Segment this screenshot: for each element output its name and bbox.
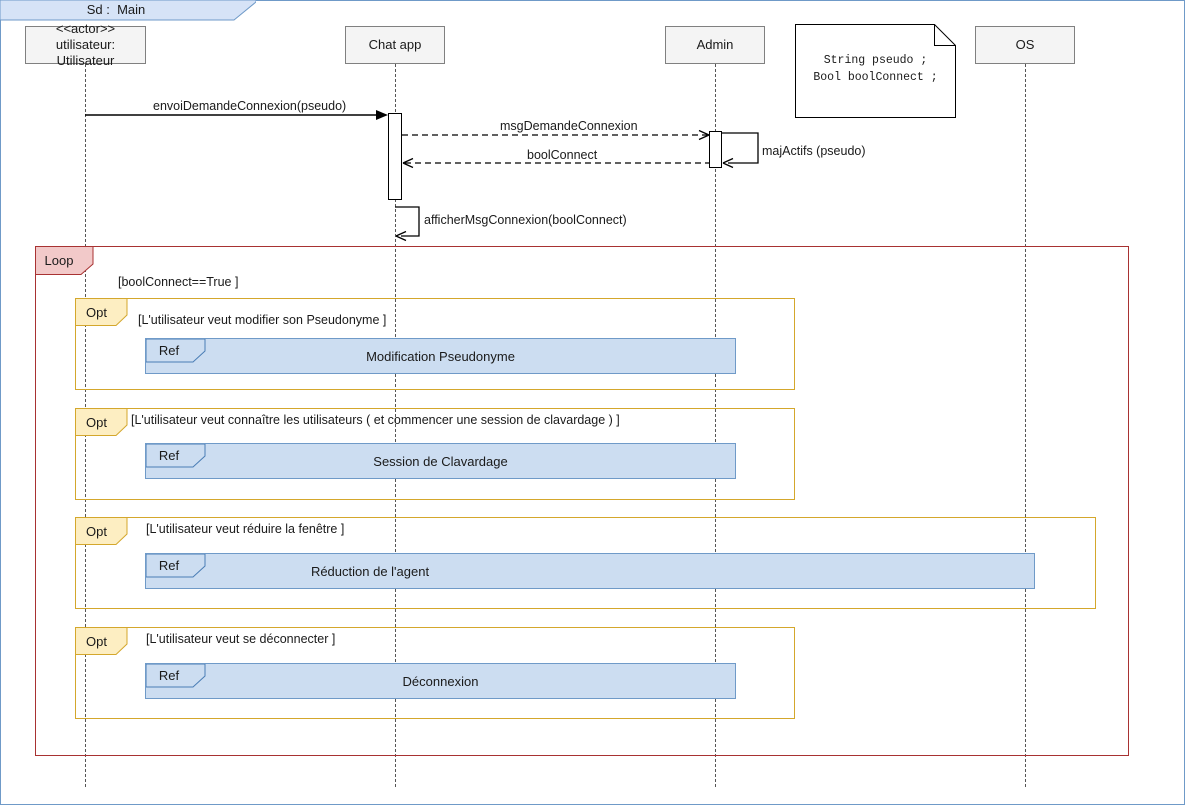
message-label-maj-actifs: majActifs (pseudo) — [762, 144, 866, 158]
ref-block-reduction-agent[interactable]: Réduction de l'agent Ref — [145, 553, 1035, 589]
lifeline-line-admin — [715, 64, 716, 787]
message-arrow-afficher-msg-connexion — [395, 206, 420, 242]
fragment-opt2-tab: Opt — [75, 408, 128, 436]
lifeline-head-utilisateur[interactable]: <<actor>> utilisateur: Utilisateur — [25, 21, 146, 68]
lifeline-line-chatapp — [395, 64, 396, 787]
ref-title-session-clavardage: Session de Clavardage — [373, 453, 508, 469]
diagram-frame-label: Sd : Main — [86, 2, 146, 17]
fragment-opt1-kind: Opt — [86, 304, 107, 320]
ref-title-modification-pseudonyme: Modification Pseudonyme — [366, 348, 515, 364]
message-arrow-bool-connect — [402, 157, 710, 169]
fragment-opt2-guard: [L'utilisateur veut connaître les utilis… — [131, 413, 620, 427]
ref-title-deconnexion: Déconnexion — [402, 673, 479, 689]
fragment-loop-guard: [boolConnect==True ] — [118, 275, 239, 289]
fragment-loop-tab: Loop — [35, 246, 94, 275]
diagram-frame-banner: Sd : Main — [0, 0, 256, 21]
fragment-opt4-kind: Opt — [86, 633, 107, 649]
fragment-opt4-guard: [L'utilisateur veut se déconnecter ] — [146, 632, 336, 646]
ref-block-modification-pseudonyme[interactable]: Modification Pseudonyme Ref — [145, 338, 736, 374]
message-label-afficher-msg-connexion: afficherMsgConnexion(boolConnect) — [424, 213, 627, 227]
lifeline-stereotype-utilisateur: <<actor>> — [55, 21, 116, 36]
ref-tab-label-2: Ref — [158, 447, 180, 463]
ref-tab-label-3: Ref — [158, 557, 180, 573]
message-label-envoi-demande-connexion: envoiDemandeConnexion(pseudo) — [153, 99, 347, 113]
ref-title-reduction-agent: Réduction de l'agent — [310, 563, 430, 579]
lifeline-head-os[interactable]: OS — [975, 26, 1075, 64]
message-label-bool-connect: boolConnect — [527, 148, 598, 162]
ref-tab-label-1: Ref — [158, 342, 180, 358]
lifeline-label-utilisateur: utilisateur: Utilisateur — [55, 37, 116, 68]
note-shape: String pseudo ; Bool boolConnect ; — [795, 24, 956, 118]
fragment-opt3-guard: [L'utilisateur veut réduire la fenêtre ] — [146, 522, 345, 536]
activation-bar-chatapp — [388, 113, 402, 200]
fragment-opt-reduire-fenetre[interactable] — [75, 517, 1096, 609]
ref-tab-label-4: Ref — [158, 667, 180, 683]
ref-tab-reduction-agent: Ref — [146, 554, 206, 578]
ref-tab-session-clavardage: Ref — [146, 444, 206, 468]
fragment-opt1-guard: [L'utilisateur veut modifier son Pseudon… — [138, 313, 387, 327]
ref-tab-modification-pseudonyme: Ref — [146, 339, 206, 363]
fragment-opt4-tab: Opt — [75, 627, 128, 655]
fragment-loop[interactable] — [35, 246, 1129, 756]
activation-bar-admin — [709, 131, 722, 168]
message-arrow-maj-actifs — [722, 132, 759, 169]
fragment-opt3-kind: Opt — [86, 523, 107, 539]
fragment-opt1-tab: Opt — [75, 298, 128, 326]
message-arrow-msg-demande-connexion — [402, 129, 710, 141]
lifeline-line-os — [1025, 64, 1026, 787]
lifeline-head-admin[interactable]: Admin — [665, 26, 765, 64]
fragment-opt2-kind: Opt — [86, 414, 107, 430]
lifeline-label-chatapp: Chat app — [368, 37, 422, 52]
ref-block-deconnexion[interactable]: Déconnexion Ref — [145, 663, 736, 699]
note-text: String pseudo ; Bool boolConnect ; — [813, 54, 938, 84]
ref-tab-deconnexion: Ref — [146, 664, 206, 688]
fragment-opt-deconnexion[interactable] — [75, 627, 795, 719]
ref-block-session-clavardage[interactable]: Session de Clavardage Ref — [145, 443, 736, 479]
fragment-opt-session-clavardage[interactable] — [75, 408, 795, 500]
lifeline-head-chatapp[interactable]: Chat app — [345, 26, 445, 64]
fragment-opt-modifier-pseudonyme[interactable] — [75, 298, 795, 390]
fragment-loop-kind: Loop — [44, 253, 74, 268]
lifeline-label-os: OS — [1015, 37, 1035, 52]
message-label-msg-demande-connexion: msgDemandeConnexion — [500, 119, 638, 133]
fragment-opt3-tab: Opt — [75, 517, 128, 545]
message-arrow-envoi-demande-connexion — [85, 110, 388, 120]
lifeline-label-admin: Admin — [696, 37, 734, 52]
